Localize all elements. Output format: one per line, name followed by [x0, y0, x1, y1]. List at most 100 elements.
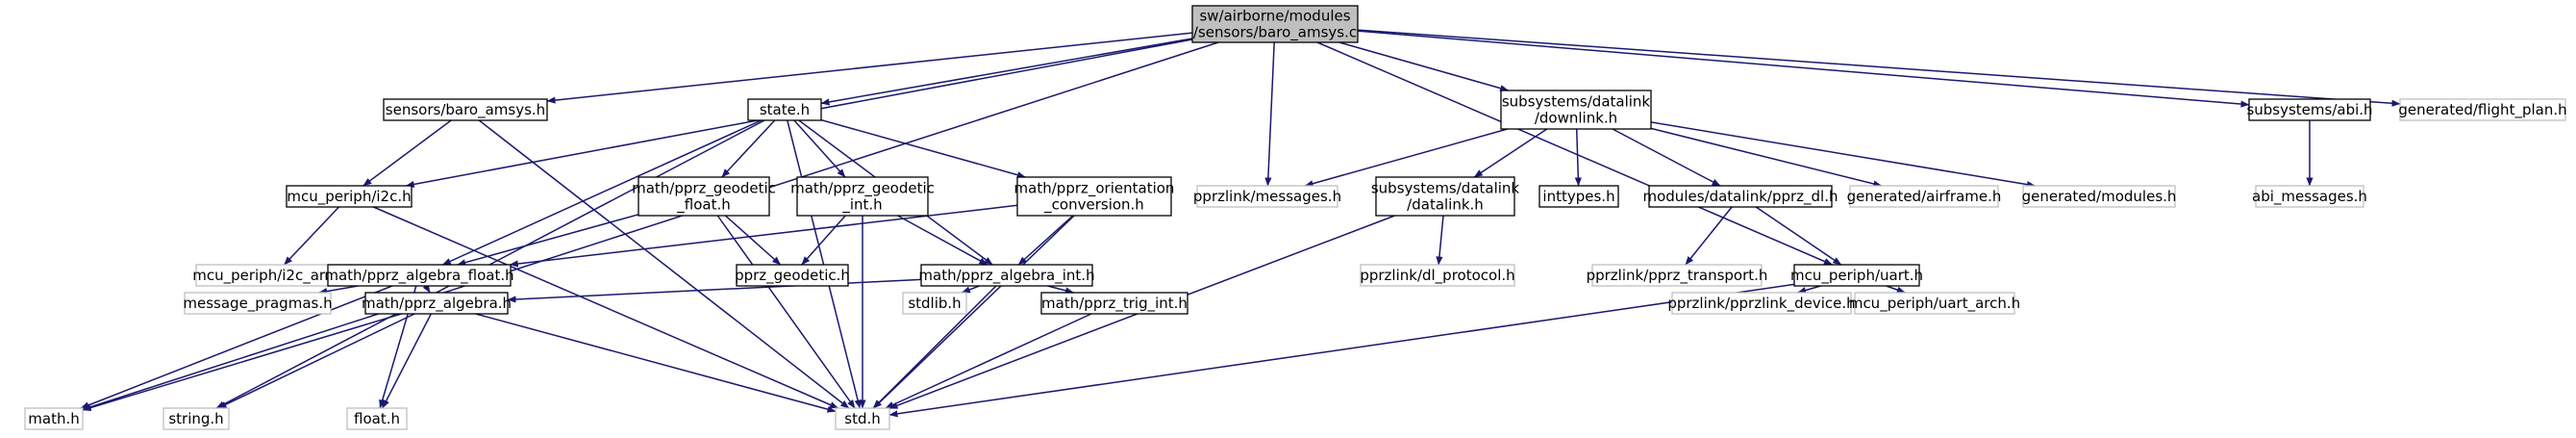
edge-algebra-int-h-to-algebra-h	[507, 278, 922, 303]
node-label-line: pprzlink/dl_protocol.h	[1360, 267, 1514, 285]
edge-orientation-conversion-h-to-algebra-float-h	[509, 204, 1018, 268]
edge-pprz-geodetic-float-h-to-pprz-geodetic-h	[724, 215, 782, 266]
node-label-line: _float.h	[676, 196, 730, 215]
header-node-flight-plan-h: generated/flight_plan.h	[2398, 98, 2567, 121]
node-label-line: generated/flight_plan.h	[2398, 101, 2566, 119]
edge-root-to-downlink-h	[1338, 41, 1510, 92]
edge-pprz-dl-h-to-uart-h	[1755, 206, 1842, 266]
node-label-line: float.h	[354, 410, 400, 427]
node-label-line: _conversion.h	[1043, 196, 1144, 215]
node-box	[1016, 176, 1172, 217]
edge-state-h-to-pprz-geodetic-float-h	[721, 119, 776, 178]
edge-root-to-sensors-baro-amsys-h	[546, 32, 1193, 104]
edge-pprz-dl-h-to-pprz-transport-h	[1685, 206, 1733, 266]
header-node-airframe-h: generated/airframe.h	[1847, 185, 2001, 208]
header-node-pprzlink-device-h: pprzlink/pprzlink_device.h	[1667, 292, 1856, 315]
node-box	[736, 264, 849, 287]
header-node-pprz-geodetic-float-h[interactable]: math/pprz_geodetic_float.h	[632, 176, 776, 217]
root-file-node[interactable]: sw/airborne/modules/sensors/baro_amsys.c	[1191, 5, 1359, 43]
node-label-line: subsystems/datalink	[1371, 180, 1520, 197]
node-label-line: pprzlink/pprzlink_device.h	[1667, 295, 1855, 313]
header-node-sensors-baro-amsys-h[interactable]: sensors/baro_amsys.h	[383, 98, 548, 121]
edge-algebra-float-h-to-message-pragmas-h	[318, 285, 359, 296]
header-node-inttypes-h[interactable]: inttypes.h	[1538, 185, 1619, 208]
edge-algebra-h-to-string-h	[217, 313, 415, 409]
header-node-datalink-h[interactable]: subsystems/datalink/datalink.h	[1371, 176, 1520, 217]
header-node-downlink-h[interactable]: subsystems/datalink/downlink.h	[1500, 90, 1652, 130]
node-label-line: stdlib.h	[908, 295, 961, 312]
node-label-line: message_pragmas.h	[183, 295, 332, 313]
node-box	[1854, 292, 2015, 315]
edge-trig-int-h-to-std-h	[885, 313, 1092, 409]
header-node-algebra-h[interactable]: math/pprz_algebra.h	[362, 292, 512, 315]
header-node-i2c-arch-h: mcu_periph/i2c_arch.h	[192, 264, 356, 287]
node-box	[835, 407, 890, 430]
node-label-line: math/pprz_orientation	[1014, 180, 1175, 198]
node-label-line: generated/modules.h	[2022, 188, 2177, 205]
node-label-line: math/pprz_algebra.h	[362, 295, 512, 313]
node-box	[327, 264, 512, 287]
edge-algebra-float-h-to-math-h	[80, 285, 393, 409]
node-box	[1191, 5, 1359, 43]
node-label-line: std.h	[844, 410, 881, 427]
edge-datalink-h-to-dl-protocol-h	[1436, 215, 1444, 266]
node-box	[1500, 90, 1652, 130]
node-label-line: subsystems/abi.h	[2246, 101, 2372, 118]
node-box	[24, 407, 84, 430]
header-node-trig-int-h[interactable]: math/pprz_trig_int.h	[1040, 292, 1188, 315]
edge-algebra-h-to-math-h	[82, 313, 402, 411]
edge-algebra-int-h-to-std-h	[872, 285, 997, 409]
edge-state-h-to-pprz-geodetic-int-h	[793, 119, 846, 178]
node-label-line: pprzlink/messages.h	[1193, 188, 1341, 205]
header-node-algebra-int-h[interactable]: math/pprz_algebra_int.h	[918, 264, 1095, 287]
header-node-algebra-float-h[interactable]: math/pprz_algebra_float.h	[324, 264, 514, 287]
header-node-uart-arch-h: mcu_periph/uart_arch.h	[1849, 292, 2020, 315]
header-node-i2c-h[interactable]: mcu_periph/i2c.h	[286, 185, 413, 208]
node-label-line: pprzlink/pprz_transport.h	[1587, 267, 1768, 285]
node-box	[163, 407, 230, 430]
header-node-orientation-conversion-h[interactable]: math/pprz_orientation_conversion.h	[1014, 176, 1175, 217]
edge-algebra-h-to-std-h	[475, 313, 837, 413]
edge-downlink-h-to-inttypes-h	[1574, 128, 1582, 187]
edge-i2c-h-to-std-h	[373, 206, 839, 409]
node-box	[902, 292, 967, 315]
node-box	[1360, 264, 1515, 287]
header-node-abi-h[interactable]: subsystems/abi.h	[2246, 98, 2373, 121]
node-label-line: inttypes.h	[1542, 188, 1614, 205]
edges-layer	[80, 29, 2401, 418]
edge-downlink-h-to-airframe-h	[1650, 127, 1883, 188]
edge-pprz-geodetic-float-h-to-algebra-float-h	[457, 214, 639, 267]
node-label-line: math/pprz_geodetic	[632, 180, 776, 198]
header-node-stdlib-h: stdlib.h	[902, 292, 967, 315]
edge-state-h-to-algebra-float-h	[441, 119, 763, 266]
edge-algebra-int-h-to-trig-int-h	[1047, 285, 1074, 295]
header-node-dl-protocol-h: pprzlink/dl_protocol.h	[1360, 264, 1515, 287]
node-label-line: math.h	[28, 410, 79, 427]
header-node-state-h[interactable]: state.h	[747, 98, 822, 121]
node-label-line: modules/datalink/pprz_dl.h	[1643, 188, 1838, 206]
node-label-line: mcu_periph/uart_arch.h	[1849, 295, 2020, 313]
node-box	[1671, 292, 1852, 315]
node-box	[1538, 185, 1619, 208]
edge-uart-h-to-uart-arch-h	[1886, 285, 1906, 294]
header-node-message-pragmas-h: message_pragmas.h	[183, 292, 333, 315]
edge-algebra-float-h-to-algebra-h	[422, 283, 431, 294]
node-box	[1591, 264, 1763, 287]
edge-i2c-h-to-i2c-arch-h	[283, 206, 340, 266]
edge-orientation-conversion-h-to-std-h	[872, 215, 1075, 409]
node-label-line: math/pprz_geodetic	[790, 180, 935, 198]
header-node-pprz-geodetic-int-h[interactable]: math/pprz_geodetic_int.h	[790, 176, 935, 217]
header-node-string-h: string.h	[163, 407, 230, 430]
node-box	[2248, 98, 2371, 121]
node-label-line: mcu_periph/uart.h	[1790, 267, 1923, 285]
header-node-pprz-dl-h[interactable]: modules/datalink/pprz_dl.h	[1643, 185, 1838, 208]
node-label-line: /downlink.h	[1535, 110, 1617, 127]
header-node-pprz-transport-h: pprzlink/pprz_transport.h	[1587, 264, 1768, 287]
edge-downlink-h-to-pprz-dl-h	[1612, 128, 1721, 187]
edge-downlink-h-to-datalink-h	[1473, 128, 1548, 178]
node-box	[747, 98, 822, 121]
header-node-uart-h[interactable]: mcu_periph/uart.h	[1790, 264, 1923, 287]
edge-uart-h-to-pprzlink-device-h	[1797, 285, 1821, 295]
header-node-pprz-geodetic-h[interactable]: pprz_geodetic.h	[735, 264, 850, 287]
